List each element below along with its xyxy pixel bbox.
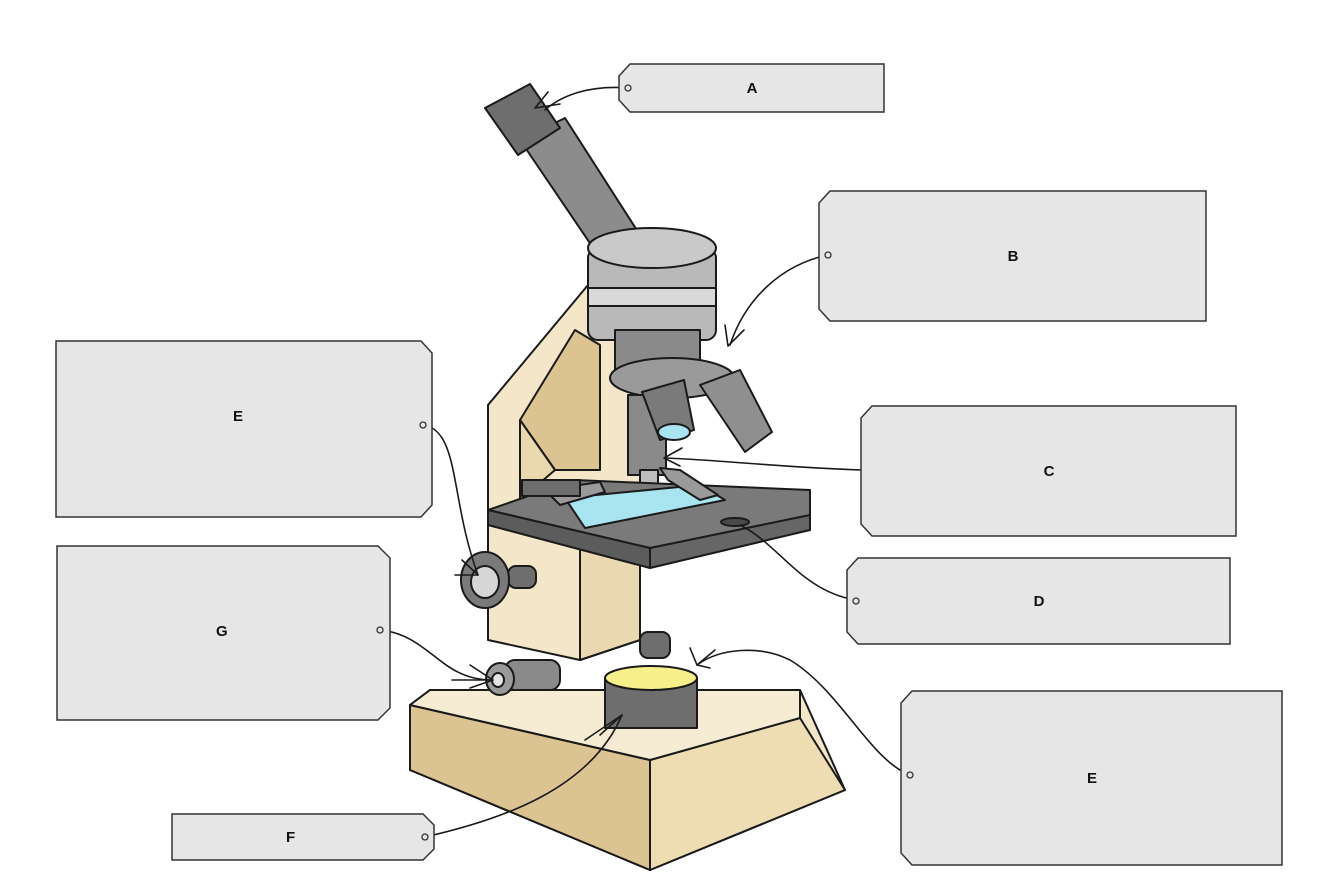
nosepiece — [609, 357, 773, 493]
tag-shape — [618, 63, 885, 113]
label-tag-e-right[interactable]: E — [900, 690, 1284, 866]
tag-shape — [171, 813, 435, 861]
label-tag-f[interactable]: F — [171, 813, 435, 861]
tag-shape — [900, 690, 1283, 866]
pointer-lines — [379, 86, 911, 838]
tag-shape — [846, 557, 1231, 645]
label-tag-e-left[interactable]: E — [55, 340, 433, 518]
label-tag-a[interactable]: A — [618, 63, 886, 113]
label-tag-d[interactable]: D — [846, 557, 1232, 645]
label-tag-b[interactable]: B — [818, 190, 1208, 322]
label-tag-g[interactable]: G — [56, 545, 391, 721]
eyepiece-tube — [484, 83, 641, 259]
tag-shape — [56, 545, 391, 721]
fine-focus-knob — [485, 631, 671, 696]
label-tag-c[interactable]: C — [860, 405, 1238, 537]
microscope-head — [587, 227, 717, 371]
tag-shape — [55, 340, 433, 518]
tag-shape — [818, 190, 1207, 322]
microscope-base — [409, 689, 846, 871]
tag-shape — [860, 405, 1237, 537]
microscope-stage — [487, 467, 811, 569]
